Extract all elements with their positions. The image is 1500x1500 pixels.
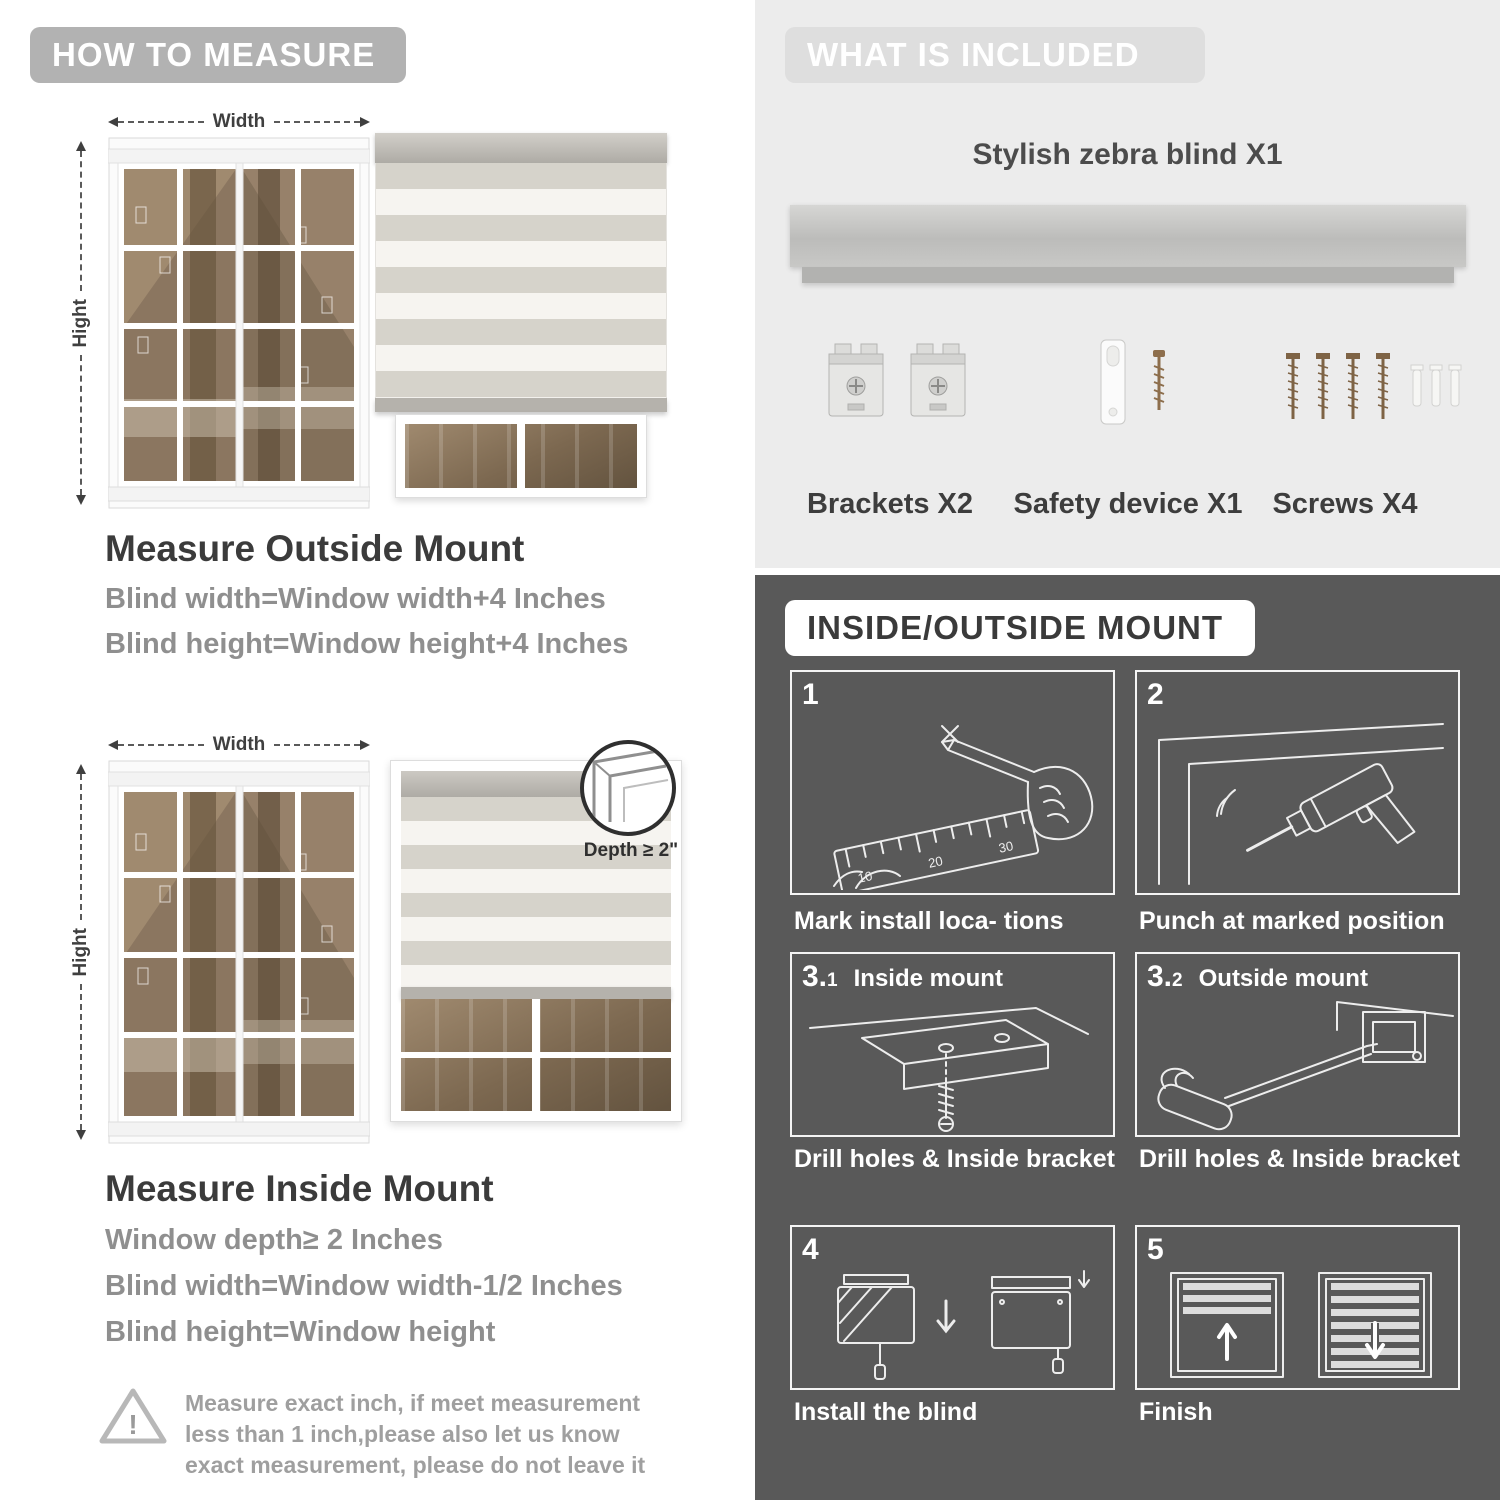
install-blind-illustration: [837, 1270, 1090, 1380]
blind-headrail: [375, 133, 667, 163]
mount-title: INSIDE/OUTSIDE MOUNT: [807, 609, 1224, 646]
outside-rule-height: Blind height=Window height+4 Inches: [105, 628, 629, 660]
headrail-bar: [790, 205, 1466, 267]
mount-instructions-section: INSIDE/OUTSIDE MOUNT 1 10 20 30: [755, 575, 1500, 1500]
brackets-icon: [828, 343, 966, 417]
outside-mount-label: Outside mount: [1198, 965, 1368, 992]
outside-mount-illustration: Width Hight: [60, 105, 710, 520]
step-number: 4: [802, 1233, 819, 1266]
step-number-sub: 1: [827, 970, 838, 991]
inside-rule-width: Blind width=Window width-1/2 Inches: [105, 1270, 623, 1302]
what-is-included-section: WHAT IS INCLUDED Stylish zebra blind X1: [755, 0, 1500, 568]
window-illustration: [108, 137, 370, 509]
screws-icon: [1286, 353, 1462, 419]
inside-mount-heading: Measure Inside Mount: [105, 1168, 494, 1209]
window-glass: [405, 424, 637, 488]
mark-locations-illustration: 10 20 30: [833, 725, 1094, 890]
how-to-measure-section: HOW TO MEASURE Width Hight: [30, 27, 720, 1479]
arrow-right-icon: [360, 740, 370, 750]
inside-bracket-illustration: [809, 1007, 1089, 1132]
arrow-left-icon: [108, 740, 118, 750]
step-panel-4: 4: [790, 1225, 1115, 1390]
width-label: Width: [212, 111, 266, 132]
width-arrow: Width: [108, 111, 370, 133]
step-caption-5: Finish: [1139, 1398, 1213, 1426]
height-arrow: Hight: [70, 141, 92, 506]
arrow-right-icon: [360, 117, 370, 127]
step-number: 2: [1147, 678, 1164, 711]
step-panel-3-2: 3.2 Outside mount: [1135, 952, 1460, 1137]
screws-label: Screws X4: [1272, 488, 1418, 520]
how-to-measure-title: HOW TO MEASURE: [52, 36, 376, 73]
arrow-left-icon: [108, 117, 118, 127]
outside-rule-width: Blind width=Window width+4 Inches: [105, 583, 606, 615]
window-corner-detail: [592, 748, 669, 822]
warning-triangle-icon: !: [99, 1388, 167, 1444]
step-number-sub: 2: [1172, 970, 1183, 991]
step-caption-1: Mark install loca- tions: [794, 907, 1064, 935]
step-caption-3-1: Drill holes & Inside bracket: [794, 1145, 1115, 1173]
step-number: 3.: [802, 960, 828, 993]
blind-stripes: [375, 163, 667, 398]
svg-text:20: 20: [927, 853, 944, 871]
arrow-down-icon: [76, 495, 86, 506]
step-panel-1: 1 10 20 30: [790, 670, 1115, 895]
inside-rule-height: Blind height=Window height: [105, 1316, 496, 1348]
window-illustration: [108, 760, 370, 1144]
arrow-down-icon: [76, 1130, 86, 1141]
finish-illustration: [1170, 1272, 1432, 1378]
inside-mount-illustration: Width Hight: [60, 728, 720, 1158]
brackets-label: Brackets X2: [806, 488, 974, 520]
step-panel-5: 5: [1135, 1225, 1460, 1390]
width-arrow: Width: [108, 734, 370, 756]
blind-bottom-rail: [401, 987, 671, 999]
depth-detail-circle: [580, 740, 676, 836]
warning-exclamation: !: [128, 1409, 137, 1440]
headrail-lip: [802, 267, 1454, 283]
step-number: 3.: [1147, 960, 1173, 993]
arrow-up-icon: [76, 764, 86, 774]
width-label: Width: [212, 734, 266, 755]
blind-item-label: Stylish zebra blind X1: [972, 138, 1283, 171]
window-below-blind: [395, 414, 647, 498]
inside-rule-depth: Window depth≥ 2 Inches: [105, 1224, 443, 1256]
how-to-measure-header: HOW TO MEASURE: [30, 27, 406, 83]
mount-header: INSIDE/OUTSIDE MOUNT: [785, 600, 1255, 656]
height-arrow: Hight: [70, 764, 92, 1141]
step-caption-4: Install the blind: [794, 1398, 978, 1426]
outside-mount-heading: Measure Outside Mount: [105, 528, 525, 569]
safety-device-icon: [1100, 339, 1165, 425]
step-caption-2: Punch at marked position: [1139, 907, 1445, 935]
blind-bottom-rail: [375, 398, 667, 412]
height-label: Hight: [70, 927, 91, 977]
zebra-blind-headrail-illustration: [790, 205, 1466, 283]
step-caption-3-2: Drill holes & Inside bracket: [1139, 1145, 1460, 1173]
safety-device-label: Safety device X1: [1013, 488, 1243, 520]
step-number: 1: [802, 678, 819, 711]
inside-mount-label: Inside mount: [853, 965, 1003, 992]
zebra-blind-illustration: [375, 133, 667, 412]
window-glass: [401, 999, 671, 1111]
step-panel-2: 2: [1135, 670, 1460, 895]
what-is-included-title: WHAT IS INCLUDED: [807, 36, 1140, 73]
svg-text:30: 30: [997, 838, 1014, 856]
step-panel-3-1: 3.1 Inside mount: [790, 952, 1115, 1137]
height-label: Hight: [70, 298, 91, 348]
depth-label: Depth ≥ 2": [583, 840, 679, 861]
what-is-included-header: WHAT IS INCLUDED: [785, 27, 1205, 83]
step-number: 5: [1147, 1233, 1164, 1266]
measure-note: Measure exact inch, if meet measurement …: [185, 1390, 646, 1479]
outside-bracket-illustration: [1157, 1001, 1454, 1131]
arrow-up-icon: [76, 141, 86, 151]
drill-illustration: [1158, 723, 1444, 885]
